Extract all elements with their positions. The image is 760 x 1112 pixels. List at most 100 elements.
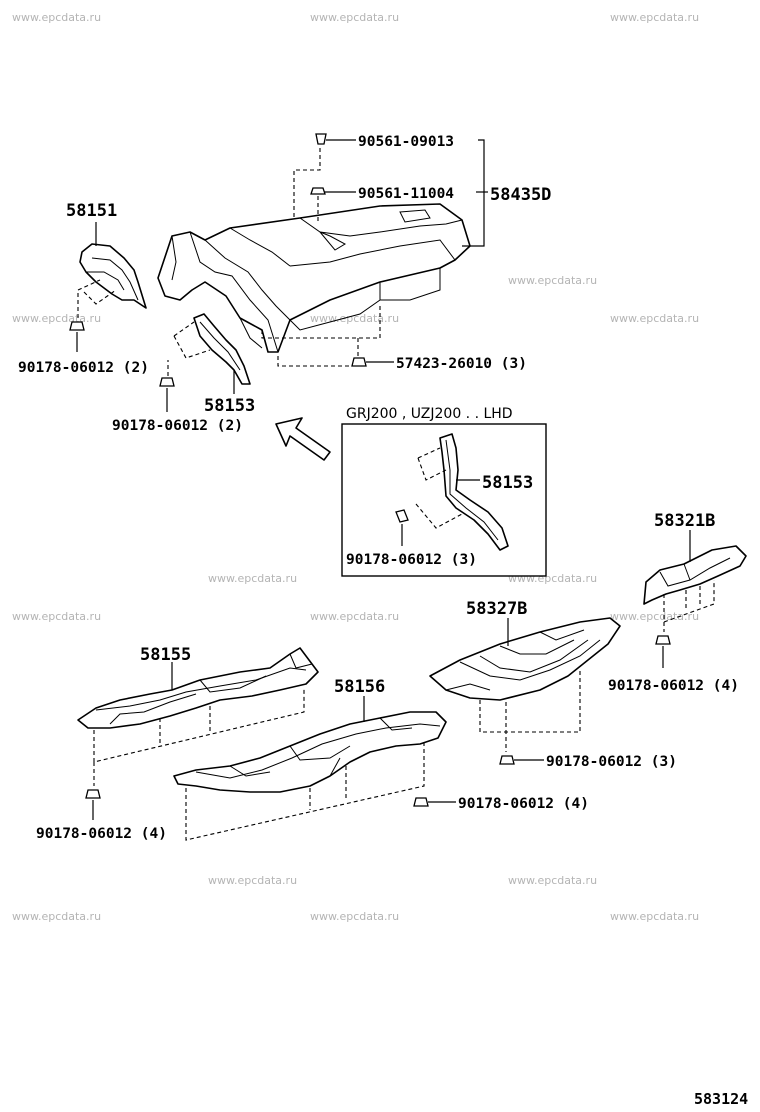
insulator-rib: [91, 257, 139, 301]
watermark: www.epcdata.ru: [610, 610, 699, 623]
insulator-outline: [79, 243, 147, 309]
assembly-dash-line: [293, 148, 321, 220]
part-label: 58435D: [490, 185, 551, 205]
part-label: 58153: [482, 473, 533, 493]
insulator-58156: [173, 711, 447, 793]
insulator-58321b: [643, 545, 747, 605]
assembly-dash-line: [417, 457, 447, 481]
watermark: www.epcdata.ru: [12, 610, 101, 623]
insulator-outline: [429, 617, 621, 701]
insulator-rib: [459, 639, 601, 681]
insulator-rib: [379, 717, 413, 731]
insulator-58155: [77, 647, 319, 729]
assembly-dash-line: [173, 335, 211, 359]
watermark: www.epcdata.ru: [310, 910, 399, 923]
insulator-rib: [539, 629, 585, 641]
heat-insulator-58435d: [157, 203, 471, 353]
assembly-dash-line: [173, 321, 195, 337]
assembly-dash-line: [415, 503, 463, 529]
insulator-rib: [479, 639, 589, 673]
watermark: www.epcdata.ru: [508, 572, 597, 585]
insulator-outline: [77, 647, 319, 729]
assembly-dash-line: [663, 580, 715, 623]
watermark: www.epcdata.ru: [12, 312, 101, 325]
watermark: www.epcdata.ru: [508, 274, 597, 287]
bracket-58153-inset: [439, 433, 509, 551]
insulator-58151: [79, 243, 147, 309]
insulator-rib: [499, 639, 575, 655]
insulator-rib: [445, 683, 491, 691]
assembly-dash-line: [479, 670, 581, 733]
insulator-rib: [229, 765, 271, 777]
assembly-dash-line: [83, 289, 117, 305]
assembly-dash-line: [77, 279, 101, 318]
watermark: www.epcdata.ru: [310, 11, 399, 24]
assembly-dash-line: [277, 356, 350, 367]
insulator-rib: [86, 271, 125, 291]
watermark: www.epcdata.ru: [310, 610, 399, 623]
watermarks: www.epcdata.ru www.epcdata.ru www.epcdat…: [12, 11, 699, 923]
insulator-outline: [643, 545, 747, 605]
part-label: 58151: [66, 201, 117, 221]
watermark: www.epcdata.ru: [310, 312, 399, 325]
insulator-rib: [289, 282, 381, 331]
leader-bracket: [462, 139, 485, 247]
insulator-rib: [204, 239, 291, 321]
fastener-label: 90178-06012 (4): [36, 826, 167, 842]
part-label: 58327B: [466, 599, 527, 619]
nut-90178-icon: [413, 797, 429, 807]
insulator-rib: [289, 653, 313, 669]
insulator-rib: [329, 757, 341, 777]
insulator-rib: [380, 268, 441, 301]
fastener-label: 90178-06012 (3): [346, 552, 477, 568]
fastener-label: 90178-06012 (3): [546, 754, 677, 770]
part-label: 58153: [204, 396, 255, 416]
watermark: www.epcdata.ru: [12, 11, 101, 24]
nut-90178-icon: [69, 321, 85, 331]
bracket-outline: [439, 433, 509, 551]
insulator-rib: [195, 723, 441, 779]
watermark: www.epcdata.ru: [508, 874, 597, 887]
watermark: www.epcdata.ru: [208, 572, 297, 585]
part-label: 58156: [334, 677, 385, 697]
watermark: www.epcdata.ru: [610, 11, 699, 24]
insulator-rib: [289, 745, 351, 761]
insulator-rib: [229, 227, 291, 267]
insulator-rib: [239, 317, 263, 349]
insulator-rib: [171, 235, 177, 281]
insulator-rib: [95, 667, 307, 711]
bracket-58153: [193, 313, 251, 385]
nut-57423-icon: [351, 357, 367, 367]
nut-90178-icon: [395, 509, 409, 523]
bracket-rib: [199, 321, 241, 371]
insulator-rib: [399, 209, 431, 223]
insulator-outline: [173, 711, 447, 793]
fastener-label: 90561-09013: [358, 134, 454, 150]
assembly-dash-line: [261, 306, 381, 339]
arrow-icon: [275, 417, 331, 461]
nut-90178-icon: [85, 789, 101, 799]
insulator-rib: [189, 231, 279, 353]
fastener-label: 90178-06012 (2): [112, 418, 243, 434]
watermark: www.epcdata.ru: [610, 312, 699, 325]
fastener-label: 90178-06012 (4): [458, 796, 589, 812]
assembly-dash-line: [417, 447, 441, 459]
insulator-58327b: [429, 617, 621, 701]
watermark: www.epcdata.ru: [208, 874, 297, 887]
inset-condition: GRJ200 , UZJ200 . . LHD: [346, 406, 513, 422]
nut-90178-icon: [499, 755, 515, 765]
figure-number: 583124: [694, 1090, 748, 1108]
assembly-dash-line: [185, 742, 425, 841]
insulator-rib: [319, 231, 347, 251]
clip-90561-09013-icon: [315, 133, 327, 145]
clip-90561-11004-icon: [310, 187, 326, 195]
inset-frame: [341, 423, 547, 577]
watermark: www.epcdata.ru: [610, 910, 699, 923]
insulator-rib: [289, 239, 456, 267]
insulator-rib: [109, 693, 197, 725]
fastener-label: 90561-11004: [358, 186, 454, 202]
insulator-rib: [683, 563, 691, 581]
bracket-rib: [445, 439, 499, 541]
fastener-label: 90178-06012 (2): [18, 360, 149, 376]
